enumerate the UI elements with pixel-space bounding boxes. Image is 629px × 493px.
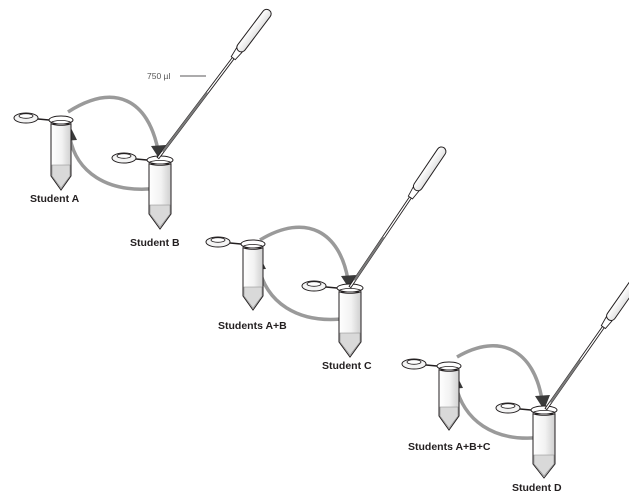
tube-student-b	[111, 152, 174, 230]
mixing-arrow-arc	[257, 266, 351, 322]
step-1: 750 µl Student A Student B	[13, 8, 272, 249]
tube-students-ab	[205, 236, 266, 311]
pipette-2	[348, 146, 447, 289]
tube-students-abc	[401, 358, 462, 431]
step-2: Students A+B Student C	[205, 146, 447, 372]
pipette-1	[156, 8, 272, 160]
pipette-3	[544, 278, 629, 411]
transfer-arrow-head	[535, 395, 550, 410]
volume-label: 750 µl	[147, 71, 170, 81]
transfer-arrow-arc	[259, 225, 350, 281]
step-3: Students A+B+C Student D	[401, 278, 629, 493]
transfer-arrow-arc	[456, 344, 544, 401]
transfer-arrow-head	[151, 145, 166, 160]
mixing-arrow-arc	[68, 137, 161, 191]
label-students-abc: Students A+B+C	[408, 441, 491, 453]
tube-student-a	[13, 112, 74, 191]
tube-student-c	[301, 280, 364, 358]
label-students-ab: Students A+B	[218, 320, 287, 332]
label-student-c: Student C	[322, 360, 372, 372]
tube-student-d	[495, 402, 558, 479]
transfer-arrow-arc	[67, 95, 160, 151]
label-student-a: Student A	[30, 193, 80, 205]
label-student-d: Student D	[512, 482, 562, 493]
label-student-b: Student B	[130, 237, 180, 249]
transfer-arrow-head	[341, 275, 356, 290]
